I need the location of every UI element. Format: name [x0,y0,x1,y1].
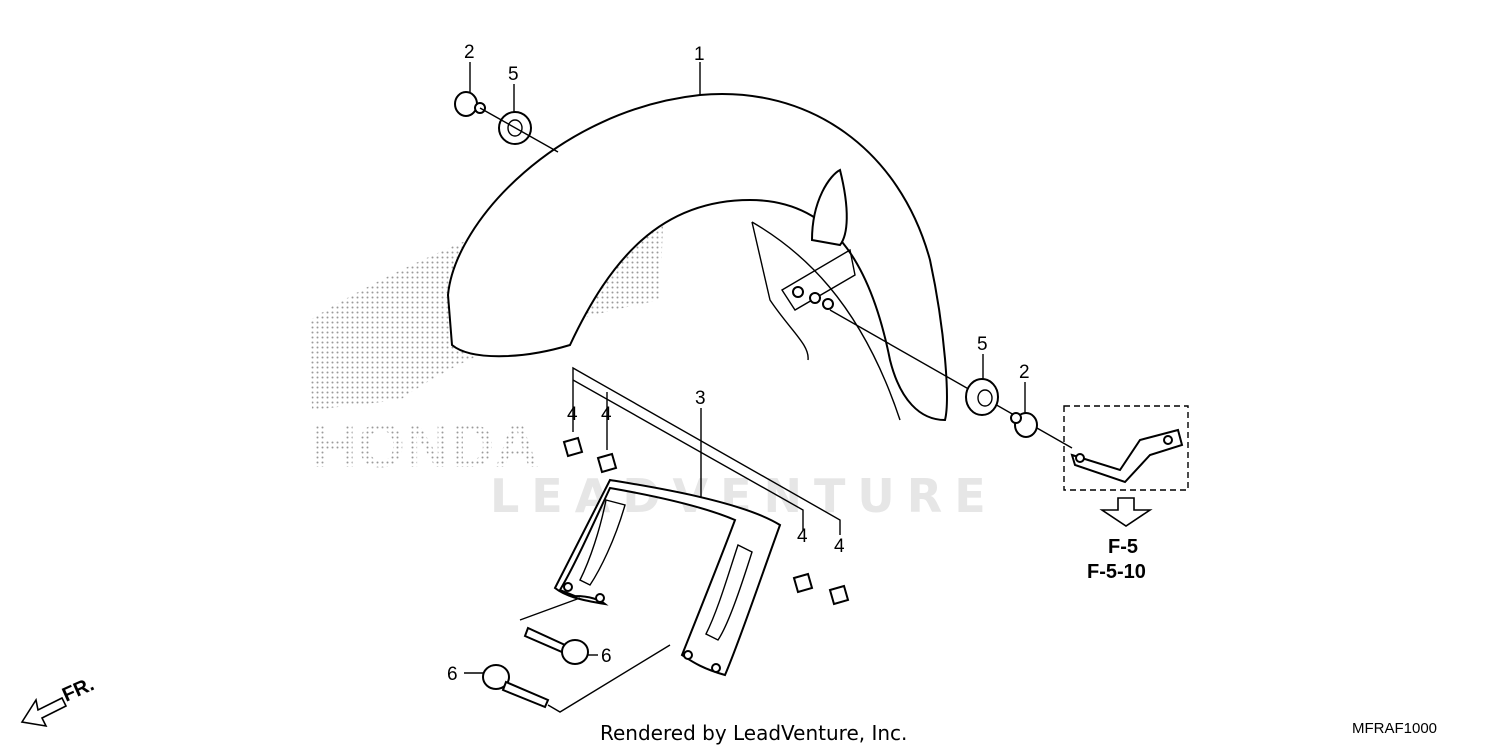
callout-5-top: 5 [508,64,519,85]
callout-1: 1 [694,44,705,65]
front-fender[interactable] [446,93,948,422]
leader-line-bolt-right [519,597,581,621]
reference-label-f5[interactable]: F-5 [1108,536,1138,558]
nut-b[interactable] [596,452,618,474]
nut-c[interactable] [792,572,814,594]
callout-4-d: 4 [834,536,845,557]
callout-2-top: 2 [464,42,475,63]
collar-cap-right[interactable] [1010,412,1038,438]
reference-label-f5-10[interactable]: F-5-10 [1087,561,1146,583]
nut-a[interactable] [562,436,584,458]
leader-line-bolt-left [547,644,671,713]
callout-6-left: 6 [447,664,458,685]
front-direction-arrow-icon [20,696,68,728]
collar-cap-top[interactable] [454,91,486,117]
reference-arrow-icon [1099,497,1153,527]
callout-4-b: 4 [601,404,612,425]
bracket-reference-box[interactable] [1063,405,1189,491]
callout-4-a: 4 [567,404,578,425]
front-direction-label: FR. [59,673,97,706]
callout-2-right: 2 [1019,362,1030,383]
callout-5-right: 5 [977,334,988,355]
callout-4-c: 4 [797,526,808,547]
rendered-by-credit: Rendered by LeadVenture, Inc. [600,721,907,745]
diagram-code: MFRAF1000 [1352,720,1437,737]
flange-bolt-right[interactable] [523,626,589,665]
assembly-line-top [479,107,559,153]
fender-brace[interactable] [553,478,782,677]
leader-line-nuts [572,366,841,535]
leader-line-nut-c [572,379,804,530]
flange-bolt-left[interactable] [482,664,550,709]
nut-d[interactable] [828,584,850,606]
honda-logo-text: HONDA [312,412,539,481]
rubber-grommet-right[interactable] [965,378,999,416]
callout-6-right: 6 [601,646,612,667]
callout-3: 3 [695,388,706,409]
